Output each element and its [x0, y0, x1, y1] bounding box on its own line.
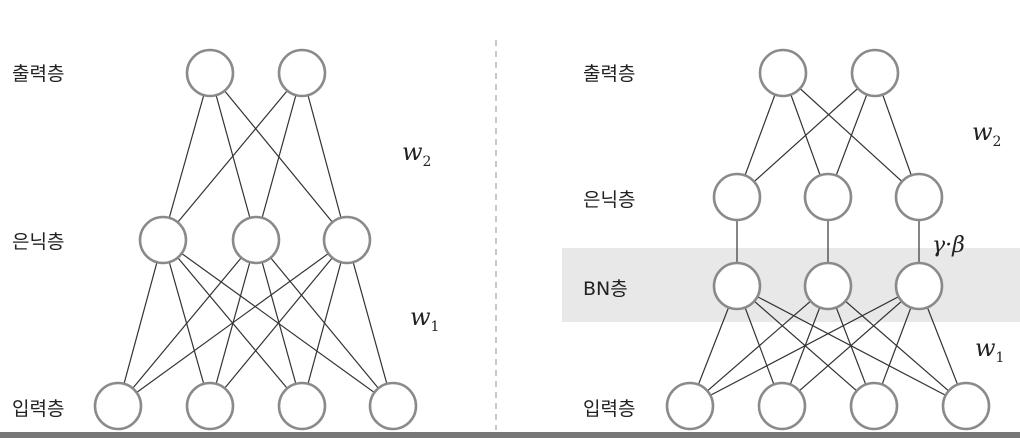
left-hidden-input-edge-2-0 [117, 239, 348, 407]
right-output-node-0 [758, 48, 808, 98]
right-bn-input-edge-2-1 [781, 285, 920, 407]
left-hidden-node-2 [322, 215, 372, 265]
right-w2-label: w2 [972, 118, 1001, 150]
left-w1-label: w1 [410, 303, 439, 335]
right-hidden-node-2 [894, 172, 944, 222]
left-hidden-node-0 [138, 215, 188, 265]
bottom-bar [0, 432, 1020, 438]
left-output-hidden-edge-0-0 [162, 72, 211, 241]
right-input-layer-label: 입력층 [583, 398, 635, 420]
right-hidden-node-0 [712, 172, 762, 222]
right-input-node-1 [757, 381, 807, 431]
right-w2-main: w [972, 118, 993, 146]
edges-group [117, 72, 967, 407]
right-output-hidden-edge-1-0 [736, 72, 876, 198]
right-w1-sub: 1 [996, 350, 1005, 366]
nodes-group [93, 48, 991, 431]
left-hidden-input-edge-2-2 [301, 239, 348, 407]
left-w2-label: w2 [402, 138, 431, 170]
left-output-hidden-edge-1-2 [301, 72, 348, 241]
left-hidden-input-edge-2-1 [209, 239, 348, 407]
left-input-node-2 [277, 381, 327, 431]
right-w2-sub: 2 [993, 134, 1002, 150]
bn-layer-band [562, 248, 1020, 322]
left-hidden-input-edge-1-0 [117, 239, 257, 407]
left-w2-main: w [402, 138, 423, 166]
right-hidden-node-1 [803, 172, 853, 222]
right-gamma-beta-label: γ·β [932, 233, 965, 258]
right-output-layer-label: 출력층 [583, 63, 635, 85]
left-hidden-input-edge-2-3 [346, 239, 394, 407]
right-input-node-3 [941, 381, 991, 431]
left-hidden-input-edge-0-0 [117, 239, 164, 407]
right-bn-input-edge-2-0 [689, 285, 920, 407]
left-output-hidden-edge-1-0 [162, 72, 303, 241]
left-hidden-layer-label: 은닉층 [12, 231, 64, 253]
right-bn-layer-label: BN층 [583, 278, 628, 300]
right-output-node-1 [850, 48, 900, 98]
right-bn-input-edge-1-0 [689, 285, 829, 407]
left-input-node-1 [185, 381, 235, 431]
left-input-layer-label: 입력층 [12, 398, 64, 420]
right-input-node-0 [665, 381, 715, 431]
left-w1-main: w [410, 303, 431, 331]
left-w2-sub: 2 [423, 154, 432, 170]
left-output-node-0 [185, 48, 235, 98]
left-input-node-3 [368, 381, 418, 431]
right-w1-main: w [975, 334, 996, 362]
right-bn-node-2 [894, 261, 944, 311]
left-hidden-node-1 [231, 215, 281, 265]
right-w1-label: w1 [975, 334, 1004, 366]
right-hidden-layer-label: 은닉층 [583, 189, 635, 211]
left-input-node-0 [93, 381, 143, 431]
left-w1-sub: 1 [431, 319, 440, 335]
right-bn-node-1 [803, 261, 853, 311]
left-output-node-1 [277, 48, 327, 98]
right-bn-node-0 [712, 261, 762, 311]
left-output-layer-label: 출력층 [12, 63, 64, 85]
right-input-node-2 [849, 381, 899, 431]
left-output-hidden-edge-1-1 [255, 72, 303, 241]
